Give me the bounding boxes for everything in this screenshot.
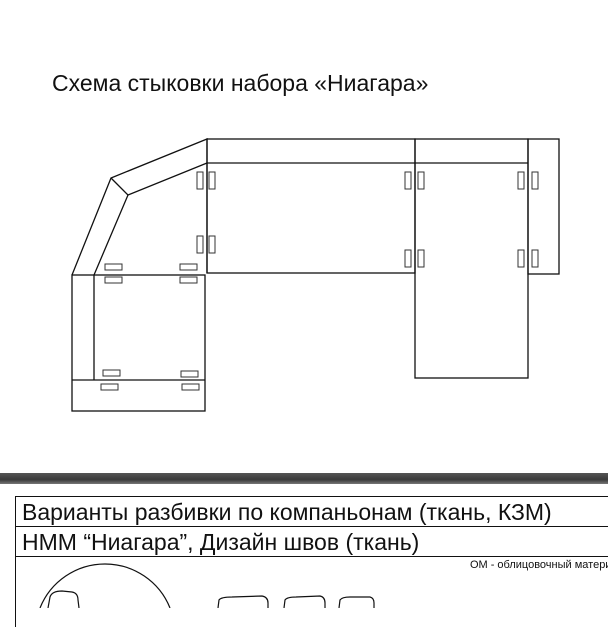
sofa-layout-diagram xyxy=(71,138,560,412)
connector-bracket xyxy=(196,171,204,190)
connector-bracket xyxy=(180,370,199,378)
connector-bracket xyxy=(208,171,216,190)
connector-bracket xyxy=(179,263,198,271)
connector-bracket xyxy=(104,263,123,271)
corner-seam xyxy=(110,177,129,196)
variants-table: Варианты разбивки по компаньонам (ткань,… xyxy=(15,496,608,627)
cushion-sketches xyxy=(39,563,375,608)
legend-note: ОМ - облицовочный материал xyxy=(469,559,608,571)
detail-circle xyxy=(39,563,171,608)
cushion-1 xyxy=(217,595,269,608)
table-header-row: Варианты разбивки по компаньонам (ткань,… xyxy=(16,497,608,527)
connector-bracket xyxy=(531,249,539,268)
connector-bracket xyxy=(531,171,539,190)
diagram-title: Схема стыковки набора «Ниагара» xyxy=(52,70,429,96)
connector-bracket xyxy=(517,249,525,268)
connector-bracket xyxy=(417,171,425,190)
connector-bracket xyxy=(417,249,425,268)
connector-bracket xyxy=(181,383,200,391)
cushion-3 xyxy=(338,596,375,608)
connector-bracket xyxy=(104,276,123,284)
cushion-2 xyxy=(283,595,326,608)
connector-bracket xyxy=(208,235,216,254)
connector-bracket xyxy=(404,171,412,190)
table-subheader-row: НММ “Ниагара”, Дизайн швов (ткань) xyxy=(16,527,608,557)
left-module xyxy=(71,274,206,412)
right-arm xyxy=(527,138,560,275)
connector-bracket xyxy=(100,383,119,391)
connector-bracket xyxy=(404,249,412,268)
cushion-detail xyxy=(47,590,80,608)
section-divider-bar xyxy=(0,473,608,484)
connector-bracket xyxy=(196,235,204,254)
connector-bracket xyxy=(102,369,121,377)
connector-bracket xyxy=(179,276,198,284)
connector-bracket xyxy=(517,171,525,190)
